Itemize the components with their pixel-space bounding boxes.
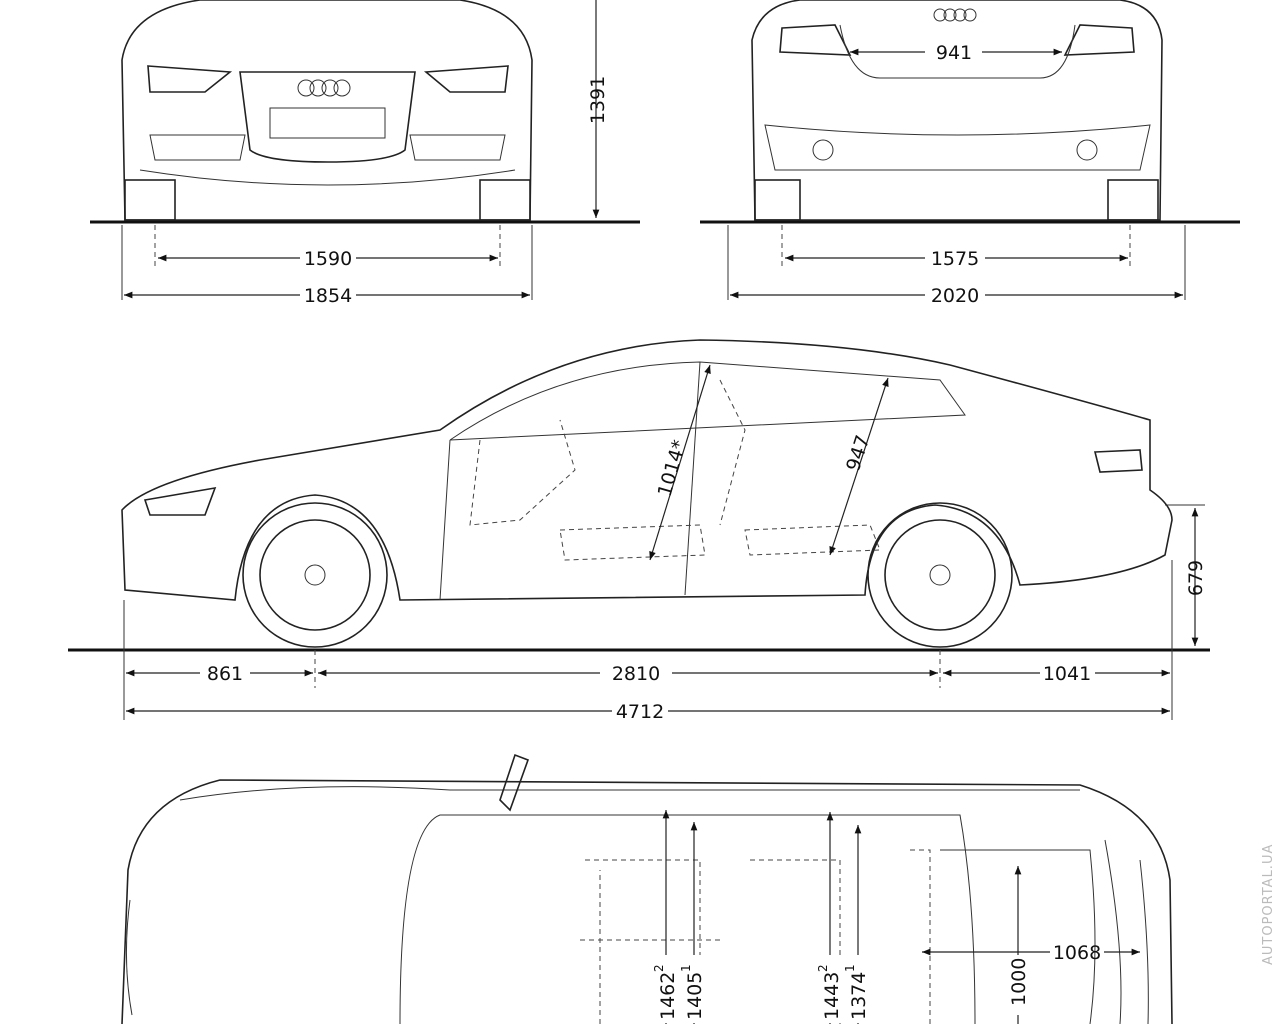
front-grille <box>239 71 416 163</box>
trunk-opening-label: 941 <box>936 42 972 64</box>
taillight-right <box>1063 24 1135 56</box>
side-headlight <box>143 486 217 516</box>
taillight-left <box>779 24 852 56</box>
rear-elbow-note: 1 <box>843 964 857 972</box>
front-track-label: 1590 <box>304 248 352 270</box>
side-taillight <box>1093 449 1143 473</box>
wheelbase-label: 2810 <box>612 663 660 685</box>
rear-overhang-label: 1041 <box>1043 663 1091 685</box>
rear-headroom-label: 947 <box>842 433 874 474</box>
front-view: 1391 1590 1854 <box>90 0 640 307</box>
rear-wheel <box>867 502 1013 648</box>
audi-rings-front <box>297 79 351 97</box>
audi-rings-rear <box>933 8 977 22</box>
side-body-outline <box>121 339 1173 601</box>
rear-shoulder-note: 2 <box>816 964 830 972</box>
height-label: 1391 <box>587 76 609 124</box>
rear-view: 941 1575 2020 <box>700 0 1240 307</box>
watermark: AUTOPORTAL.UA <box>1261 844 1276 965</box>
trunk-width-label: 1000 <box>1008 958 1030 1006</box>
trunk-length-label: 1068 <box>1053 942 1101 964</box>
headlight-right <box>423 65 509 93</box>
rear-elbow-label: 1374 <box>848 972 870 1020</box>
mirror <box>499 753 530 812</box>
front-headroom-label: 1014* <box>654 438 691 500</box>
rear-track-label: 1575 <box>931 248 979 270</box>
front-shoulder-note: 2 <box>652 964 666 972</box>
front-overhang-label: 861 <box>207 663 243 685</box>
top-body-outline <box>121 779 1173 1024</box>
front-shoulder-label: 1462 <box>657 972 679 1020</box>
loading-sill-label: 679 <box>1185 560 1207 596</box>
front-elbow-label: 1405 <box>684 972 706 1020</box>
front-wheel <box>242 502 388 648</box>
width-mirrors-label: 2020 <box>931 285 979 307</box>
front-elbow-note: 1 <box>679 964 693 972</box>
length-label: 4712 <box>616 701 664 723</box>
width-label: 1854 <box>304 285 352 307</box>
side-view: 1014* 947 679 861 2810 1041 4712 <box>68 339 1210 723</box>
top-view: 1462 2 1405 1 1443 2 1374 1 1000 1068 <box>121 753 1173 1024</box>
rear-shoulder-label: 1443 <box>821 972 843 1020</box>
headlight-left <box>147 65 233 93</box>
